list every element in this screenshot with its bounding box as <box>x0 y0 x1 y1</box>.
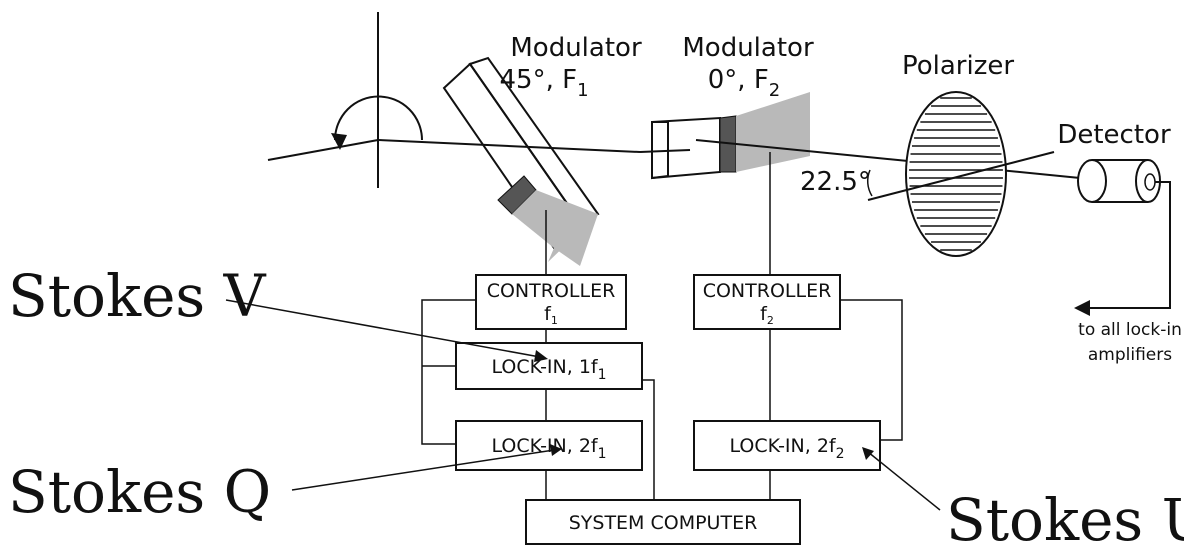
to-lockin-line-1: to all lock-in <box>1078 320 1182 340</box>
controller-2-box <box>693 274 841 330</box>
detector-label: Detector <box>1057 120 1171 150</box>
stokes-pointers <box>225 299 941 511</box>
lockin-2f2-box <box>693 420 881 471</box>
controller-1-title: CONTROLLER <box>487 280 616 302</box>
modulator-2 <box>639 92 810 180</box>
electronics <box>421 152 903 545</box>
to-lockin-line-2: amplifiers <box>1088 345 1172 365</box>
angle-label: 22.5° <box>800 167 871 197</box>
modulator-1-title: Modulator <box>510 33 642 63</box>
controller-2-title: CONTROLLER <box>703 280 832 302</box>
controller-1-sub: f1 <box>544 303 558 327</box>
polarizer <box>867 91 1055 257</box>
rotation-arrow-icon <box>331 133 347 150</box>
stokes-u-label: Stokes U <box>946 486 1184 549</box>
stokes-q-label: Stokes Q <box>8 458 271 526</box>
system-computer-box <box>525 499 801 545</box>
detector <box>1074 159 1171 316</box>
lockin-2f1-box <box>455 420 643 471</box>
modulator-2-title: Modulator <box>682 33 814 63</box>
stokes-v-label: Stokes V <box>8 262 267 330</box>
controller-1-box <box>475 274 627 330</box>
lockin-2f2-label: LOCK-IN, 2f2 <box>729 435 844 462</box>
modulator-2-spec: 0°, F2 <box>708 65 780 101</box>
controller-2-sub: f2 <box>760 303 774 327</box>
lockin-2f1-label: LOCK-IN, 2f1 <box>491 435 606 462</box>
coordinate-axes <box>267 12 641 188</box>
polarizer-label: Polarizer <box>902 51 1014 81</box>
lockin-1f1-label: LOCK-IN, 1f1 <box>491 356 606 383</box>
system-computer-label: SYSTEM COMPUTER <box>569 512 758 534</box>
modulator-1-spec: 45°, F1 <box>499 65 588 101</box>
modulator-1 <box>442 56 600 272</box>
output-arrow-icon <box>1074 300 1090 316</box>
